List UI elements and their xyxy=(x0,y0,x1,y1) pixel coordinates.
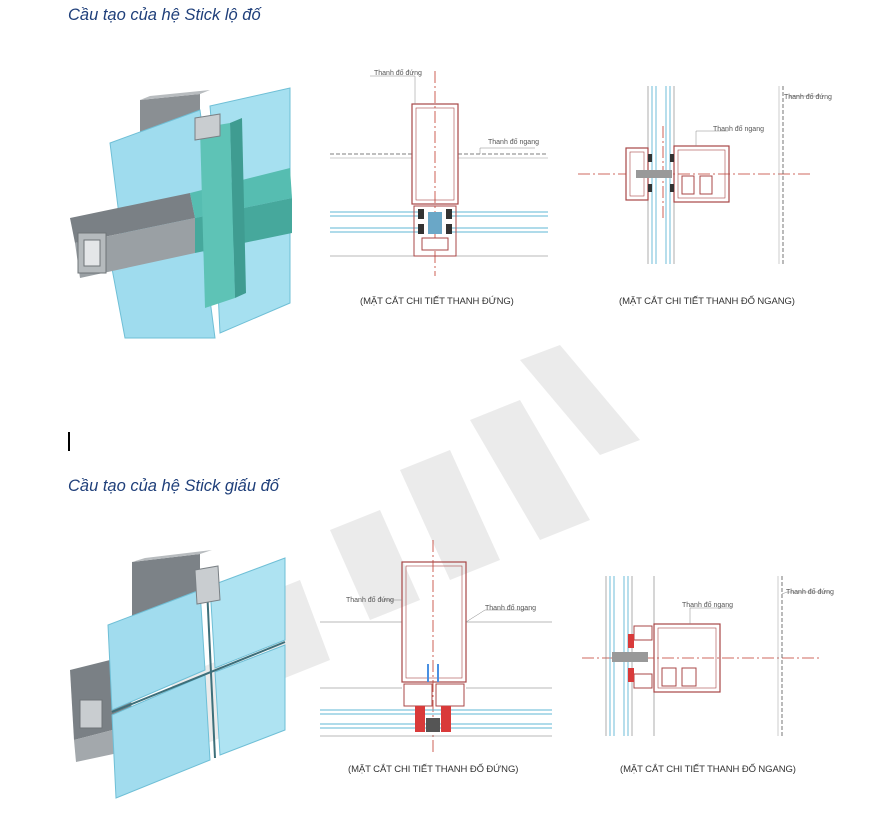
label-transom: Thanh đố ngang xyxy=(682,600,733,609)
exposed-transom-section-drawing: Thanh đố đứng Thanh đố ngang xyxy=(578,86,832,264)
exposed-mullion-section-drawing: Thanh đố đứng Thanh đố ngang xyxy=(330,68,548,276)
label-mullion: Thanh đố đứng xyxy=(786,587,834,596)
label-transom: Thanh đố ngang xyxy=(485,603,536,612)
label-mullion: Thanh đố đứng xyxy=(784,92,832,101)
caption-exposed-transom: (MẶT CẮT CHI TIẾT THANH ĐỐ NGANG) xyxy=(619,296,795,307)
caption-hidden-transom: (MẶT CẮT CHI TIẾT THANH ĐỐ NGANG) xyxy=(620,764,796,775)
exposed-stick-3d-illustration xyxy=(70,87,292,339)
hidden-mullion-section-drawing: Thanh đố đứng Thanh đố ngang xyxy=(320,540,552,755)
label-mullion: Thanh đố đứng xyxy=(346,595,394,604)
section-title-hidden: Cầu tạo của hệ Stick giấu đố xyxy=(68,477,279,495)
label-transom: Thanh đố ngang xyxy=(488,137,539,146)
text-cursor xyxy=(68,432,70,451)
caption-hidden-mullion: (MẶT CẮT CHI TIẾT THANH ĐỐ ĐỨNG) xyxy=(348,764,519,775)
section-title-exposed: Cầu tạo của hệ Stick lộ đố xyxy=(68,6,261,24)
hidden-stick-3d-illustration xyxy=(70,550,286,799)
label-mullion: Thanh đố đứng xyxy=(374,68,422,77)
label-transom: Thanh đố ngang xyxy=(713,124,764,133)
hidden-transom-section-drawing: Thanh đố ngang Thanh đố đứng xyxy=(582,576,834,736)
caption-exposed-mullion: (MẶT CẮT CHI TIẾT THANH ĐỨNG) xyxy=(360,296,514,307)
